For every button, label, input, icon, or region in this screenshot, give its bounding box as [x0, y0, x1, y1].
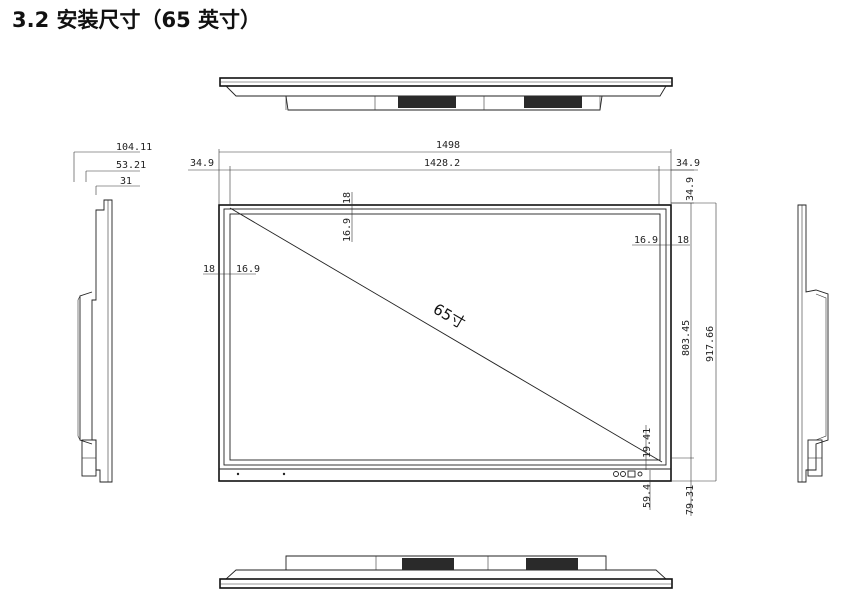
dim-inner-width: 1428.2 — [424, 158, 460, 169]
dim-depth-front: 31 — [120, 176, 132, 187]
section-title: 3.2 安装尺寸（65 英寸） — [12, 8, 262, 32]
bottom-vent-left — [402, 558, 454, 570]
front-ports — [613, 470, 643, 478]
dim-bottom-bezel: 19.41 — [642, 428, 653, 458]
top-view — [219, 77, 673, 111]
dim-overall-width: 1498 — [436, 140, 460, 151]
dim-right-margin: 34.9 — [676, 158, 700, 169]
dim-top-bezel-outer: 18 — [342, 192, 353, 204]
dim-depth-total: 104.11 — [116, 142, 152, 153]
dim-depth-mid: 53.21 — [116, 160, 146, 171]
dim-right-bezel-outer: 18 — [677, 235, 689, 246]
right-side-view — [797, 204, 829, 483]
top-vent-left — [398, 96, 456, 108]
dim-bottom-total: 79.31 — [685, 485, 696, 515]
bottom-view — [219, 555, 673, 589]
dim-left-bezel-outer: 18 — [203, 264, 215, 275]
front-view — [218, 204, 672, 482]
diagonal-size-label: 65寸 — [430, 300, 469, 333]
dim-right-bezel-inner: 16.9 — [634, 235, 658, 246]
dim-left-bezel-inner: 16.9 — [236, 264, 260, 275]
dim-screen-height: 803.45 — [681, 320, 692, 356]
left-side-view: 104.11 53.21 31 — [73, 142, 152, 483]
dim-top-bezel-inner: 16.9 — [342, 218, 353, 242]
dim-overall-height: 917.66 — [705, 326, 716, 362]
top-vent-right — [524, 96, 582, 108]
bottom-vent-right — [526, 558, 578, 570]
dim-top-margin: 34.9 — [685, 177, 696, 201]
diagonal-line — [229, 207, 663, 463]
dim-bottom-panel: 59.4 — [642, 484, 653, 508]
dim-left-margin: 34.9 — [190, 158, 214, 169]
